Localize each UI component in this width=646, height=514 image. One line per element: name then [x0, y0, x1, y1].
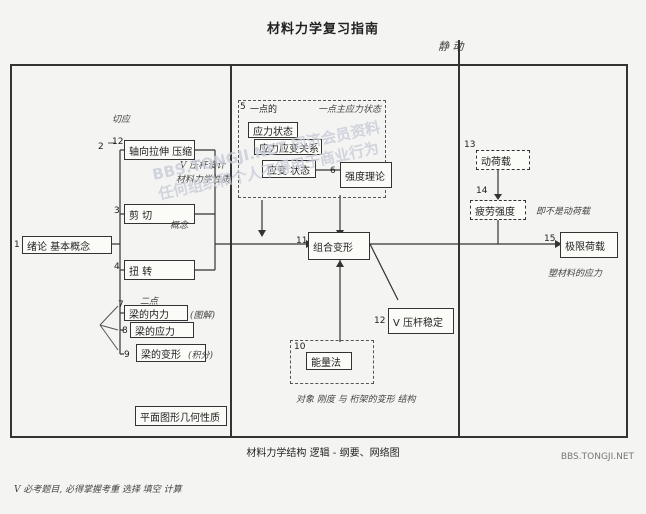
outer-frame [10, 64, 628, 438]
box-fatigue-strength: 疲劳强度 [470, 200, 526, 220]
handwriting-note-7: (积分) [188, 351, 214, 361]
handwriting-note-2: V 压杆设计 [180, 161, 226, 171]
site-watermark: BBS.TONGJI.NET [560, 452, 634, 462]
box-shear: 剪 切 [124, 204, 195, 224]
box-plane-geometry: 平面图形几何性质 [135, 406, 227, 426]
box-introduction: 绪论 基本概念 [22, 236, 112, 254]
num-12: 12 [112, 137, 124, 147]
box-torsion-label: 扭 转 [129, 266, 153, 278]
divider-right [458, 40, 460, 438]
num-6: 6 [330, 166, 336, 176]
handwriting-note-11: 对象 刚度 与 桁架的变形 结构 [296, 395, 416, 405]
num-3: 3 [114, 206, 120, 216]
box-shear-label: 剪 切 [129, 210, 153, 222]
box-axial-tension: 轴向拉伸 压缩 [124, 140, 195, 160]
box-beam-deformation: 梁的变形 [136, 344, 206, 362]
box-axial-tension-label: 轴向拉伸 压缩 [129, 146, 193, 158]
box-torsion: 扭 转 [124, 260, 195, 280]
box-strength-theory-label: 强度理论 [345, 171, 385, 183]
box-column-stability: V 压杆稳定 [388, 308, 454, 334]
box-fatigue-strength-label: 疲劳强度 [475, 206, 515, 218]
box-combined-deformation-label: 组合变形 [313, 242, 353, 254]
handwriting-note-5: 二点 [140, 297, 159, 307]
box-beam-stress: 梁的应力 [130, 322, 194, 338]
box-plane-geometry-label: 平面图形几何性质 [140, 412, 220, 424]
num-11: 11 [296, 236, 308, 246]
box-ultimate-load-label: 极限荷载 [565, 241, 605, 253]
handwriting-note-9: 塑材料的应力 [548, 269, 603, 279]
box-beam-internal-force: 梁的内力 [124, 305, 188, 321]
box-stress-strain-relation: 应力应变关系 [254, 139, 322, 155]
box-stress-state: 应力状态 [248, 122, 298, 138]
box-beam-internal-force-label: 梁的内力 [129, 309, 169, 321]
handwriting-note-1: 切应 [112, 115, 131, 125]
energy-group [290, 340, 374, 384]
num-1: 1 [14, 240, 20, 250]
page-title: 材料力学复习指南 [266, 22, 379, 37]
box-introduction-label: 绪论 基本概念 [27, 241, 91, 253]
box-energy-method-label: 能量法 [311, 357, 341, 369]
handwriting-note-4: 概念 [170, 221, 189, 231]
handwriting-note-8: 即不是动荷载 [536, 207, 591, 217]
box-stress-state-label: 应力状态 [253, 126, 293, 138]
num-5: 5 [240, 102, 246, 112]
box-column-stability-label: V 压杆稳定 [393, 317, 444, 329]
num-14: 14 [476, 186, 488, 196]
box-stress-strain-relation-label: 应力应变关系 [259, 143, 319, 155]
handwriting-note-6: (图解) [190, 311, 216, 321]
stress-state-group [238, 100, 386, 198]
num-10: 10 [294, 342, 306, 352]
box-dynamic-load-label: 动荷载 [481, 156, 511, 168]
static-dynamic-note: 静 动 [438, 40, 464, 53]
handwriting-note-10: 一点主应力状态 [318, 105, 382, 115]
box-strain-state-label: 应变 状态 [267, 165, 311, 177]
num-13: 13 [464, 140, 476, 150]
num-12b: 12 [374, 316, 386, 326]
diagram-caption: 材料力学结构 逻辑 - 纲要、网络图 [246, 448, 400, 459]
box-combined-deformation: 组合变形 [308, 232, 370, 260]
num-2: 2 [98, 142, 104, 152]
divider-left [230, 64, 232, 438]
num-8: 8 [122, 326, 128, 336]
box-beam-deformation-label: 梁的变形 [141, 349, 181, 361]
num-15: 15 [544, 234, 556, 244]
footer-note: V 必考题目, 必得掌握考重 选择 填空 计算 [14, 485, 182, 495]
box-dynamic-load: 动荷载 [476, 150, 530, 170]
num-7: 7 [118, 300, 124, 310]
box-energy-method: 能量法 [306, 352, 352, 370]
box-strength-theory: 强度理论 [340, 162, 392, 188]
handwriting-note-3: 材料力学性质 [176, 175, 231, 185]
num-9: 9 [124, 350, 130, 360]
box-strain-state: 应变 状态 [262, 160, 316, 178]
box-ultimate-load: 极限荷载 [560, 232, 618, 258]
point-label: 一点的 [250, 105, 278, 115]
box-beam-stress-label: 梁的应力 [135, 326, 175, 338]
num-4: 4 [114, 262, 120, 272]
